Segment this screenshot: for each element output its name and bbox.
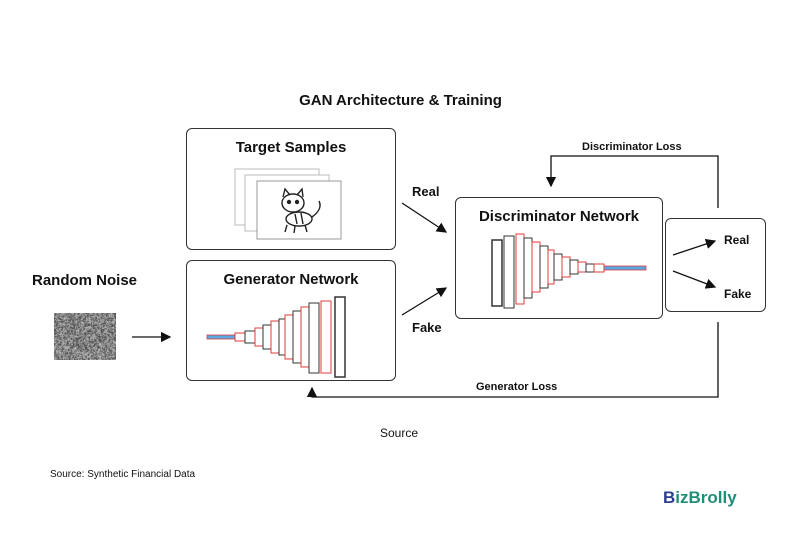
- discriminator-loss-arrow: [545, 155, 719, 208]
- diagram-title: GAN Architecture & Training: [299, 92, 502, 109]
- generator-network-title: Generator Network: [223, 271, 359, 288]
- discriminator-layers: [491, 233, 647, 309]
- output-real-label: Real: [724, 233, 750, 247]
- logo-prefix: B: [663, 488, 676, 507]
- random-noise-label: Random Noise: [32, 272, 138, 289]
- output-fake-label: Fake: [724, 287, 752, 301]
- target-samples-stack: [234, 168, 342, 240]
- generator-layers: [206, 296, 346, 378]
- source-label: Source: [380, 426, 419, 440]
- discriminator-network-title: Discriminator Network: [478, 208, 640, 225]
- output-real-arrow: [672, 238, 717, 256]
- discriminator-loss-label: Discriminator Loss: [582, 141, 682, 153]
- footer-source: Source: Synthetic Financial Data: [50, 469, 196, 480]
- target-samples-box: Target Samples: [186, 128, 396, 250]
- target-samples-title: Target Samples: [235, 139, 347, 156]
- real-flow-label: Real: [412, 184, 440, 199]
- bizbrolly-logo: BizBrolly: [663, 488, 737, 508]
- real-arrow: [401, 202, 448, 233]
- output-box: Real Fake: [665, 218, 766, 312]
- generator-loss-label: Generator Loss: [476, 381, 558, 393]
- cat-icon: [281, 187, 321, 234]
- fake-arrow: [401, 287, 448, 316]
- generator-network-box: Generator Network: [186, 260, 396, 381]
- random-noise-image: [54, 313, 116, 360]
- generator-loss-arrow: [306, 322, 719, 398]
- output-fake-arrow: [672, 270, 717, 289]
- fake-flow-label: Fake: [412, 320, 442, 335]
- logo-name: izBrolly: [675, 488, 737, 507]
- discriminator-network-box: Discriminator Network: [455, 197, 663, 319]
